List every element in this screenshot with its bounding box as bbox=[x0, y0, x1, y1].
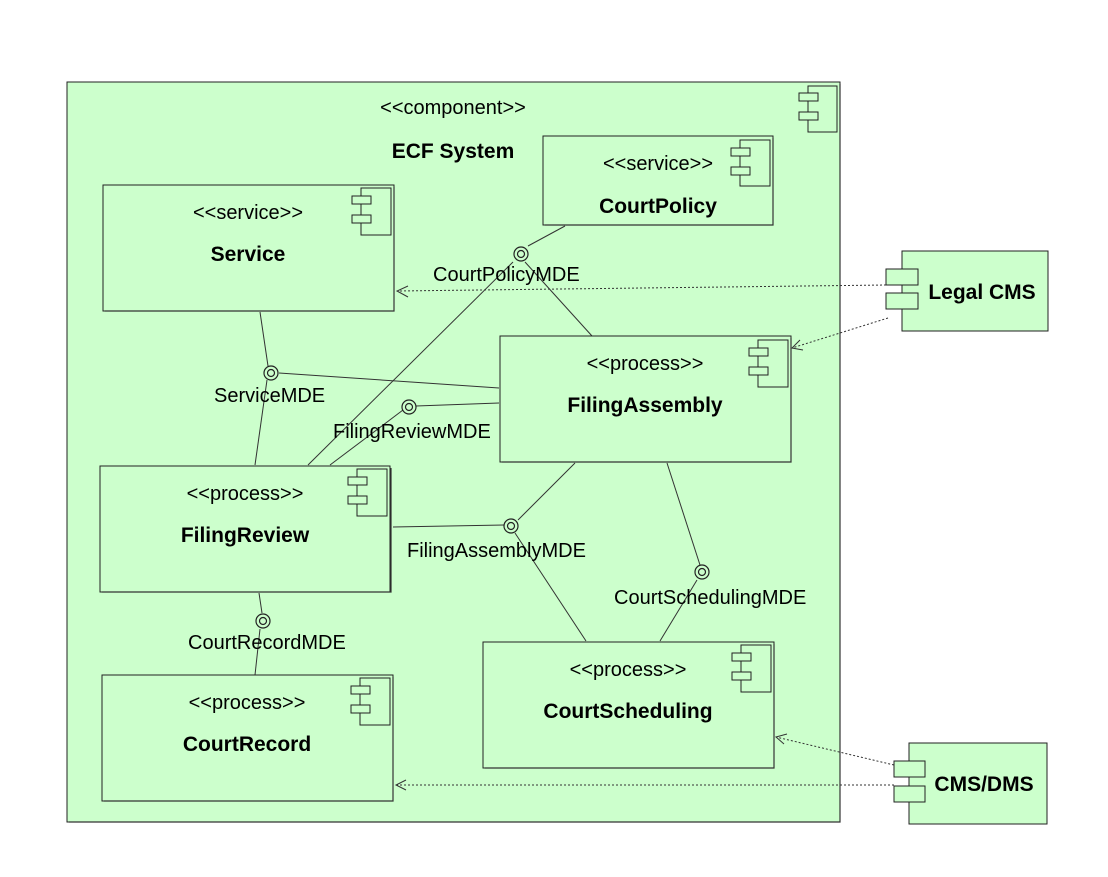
ecf-system-name: ECF System bbox=[392, 140, 515, 163]
filing-assembly-component[interactable]: <<process>> FilingAssembly bbox=[499, 335, 792, 463]
filing-assembly-mde-label: FilingAssemblyMDE bbox=[407, 540, 586, 562]
court-scheduling-provided-wire bbox=[659, 579, 698, 642]
court-record-mde-label: CourtRecordMDE bbox=[188, 632, 346, 654]
cms-dms-to-court-scheduling-dependency bbox=[775, 736, 895, 766]
court-record-stereotype: <<process>> bbox=[189, 692, 306, 714]
court-record-filing-review-wire bbox=[258, 592, 263, 614]
court-scheduling-mde-label: CourtSchedulingMDE bbox=[614, 587, 806, 609]
service-provided-wire bbox=[259, 311, 269, 367]
legal-cms-to-filing-assembly-dependency bbox=[791, 317, 889, 349]
court-scheduling-mde-lollipop-icon bbox=[694, 564, 710, 580]
filing-review-component[interactable]: <<process>> FilingReview bbox=[99, 465, 392, 593]
component-icon bbox=[350, 677, 391, 726]
cms-dms-name: CMS/DMS bbox=[934, 773, 1033, 796]
component-icon bbox=[347, 468, 388, 517]
filing-assembly-mde-lollipop-icon bbox=[503, 518, 519, 534]
filing-review-mde-filing-review-wire bbox=[329, 409, 404, 466]
court-policy-filing-assembly-wire bbox=[524, 261, 593, 337]
component-icon bbox=[351, 187, 392, 236]
court-record-mde-lollipop-icon bbox=[255, 613, 271, 629]
filing-assembly-court-scheduling-wire bbox=[514, 532, 587, 642]
component-port-icon bbox=[885, 292, 919, 310]
legal-cms-name: Legal CMS bbox=[928, 281, 1035, 304]
court-record-component[interactable]: <<process>> CourtRecord bbox=[101, 674, 394, 802]
court-policy-provided-wire bbox=[527, 225, 566, 247]
component-icon bbox=[798, 85, 838, 133]
component-port-icon bbox=[885, 268, 919, 286]
legal-cms-component[interactable]: Legal CMS bbox=[885, 250, 1049, 332]
court-record-provided-wire bbox=[254, 628, 261, 676]
service-filing-assembly-wire bbox=[278, 372, 500, 389]
component-icon bbox=[748, 339, 789, 388]
court-policy-component[interactable]: <<service>> CourtPolicy bbox=[542, 135, 774, 226]
court-policy-filing-review-wire bbox=[307, 261, 514, 466]
court-policy-mde-lollipop-icon bbox=[513, 246, 529, 262]
filing-assembly-filing-review-wire bbox=[392, 524, 505, 528]
court-policy-stereotype: <<service>> bbox=[603, 153, 713, 175]
ecf-system-stereotype: <<component>> bbox=[380, 97, 526, 119]
court-policy-mde-label: CourtPolicyMDE bbox=[433, 264, 580, 286]
court-scheduling-component[interactable]: <<process>> CourtScheduling bbox=[482, 641, 775, 769]
service-mde-lollipop-icon bbox=[263, 365, 279, 381]
court-scheduling-name: CourtScheduling bbox=[543, 700, 712, 723]
filing-review-mde-filing-assembly-wire bbox=[415, 402, 500, 407]
interface-labels: CourtPolicyMDE ServiceMDE FilingReviewMD… bbox=[188, 264, 806, 654]
interface-lollipops bbox=[255, 246, 710, 629]
filing-assembly-stereotype: <<process>> bbox=[587, 353, 704, 375]
court-record-name: CourtRecord bbox=[183, 733, 311, 756]
service-stereotype: <<service>> bbox=[193, 202, 303, 224]
service-component[interactable]: <<service>> Service bbox=[102, 184, 395, 312]
service-mde-label: ServiceMDE bbox=[214, 385, 325, 407]
court-scheduling-stereotype: <<process>> bbox=[570, 659, 687, 681]
service-name: Service bbox=[211, 243, 286, 266]
cms-dms-component[interactable]: CMS/DMS bbox=[893, 742, 1048, 825]
component-icon bbox=[730, 139, 771, 187]
filing-assembly-name: FilingAssembly bbox=[567, 394, 723, 417]
filing-review-mde-lollipop-icon bbox=[401, 399, 417, 415]
court-scheduling-filing-assembly-wire bbox=[666, 462, 701, 566]
component-icon bbox=[731, 644, 772, 693]
court-policy-name: CourtPolicy bbox=[599, 195, 717, 218]
filing-review-stereotype: <<process>> bbox=[187, 483, 304, 505]
filing-review-name: FilingReview bbox=[181, 524, 310, 547]
component-port-icon bbox=[893, 760, 926, 778]
filing-review-mde-label: FilingReviewMDE bbox=[333, 421, 491, 443]
component-port-icon bbox=[893, 785, 926, 803]
legal-cms-to-service-dependency bbox=[397, 284, 887, 292]
connectors bbox=[254, 225, 895, 791]
filing-assembly-provided-wire bbox=[517, 462, 576, 521]
service-filing-review-wire bbox=[254, 379, 268, 466]
